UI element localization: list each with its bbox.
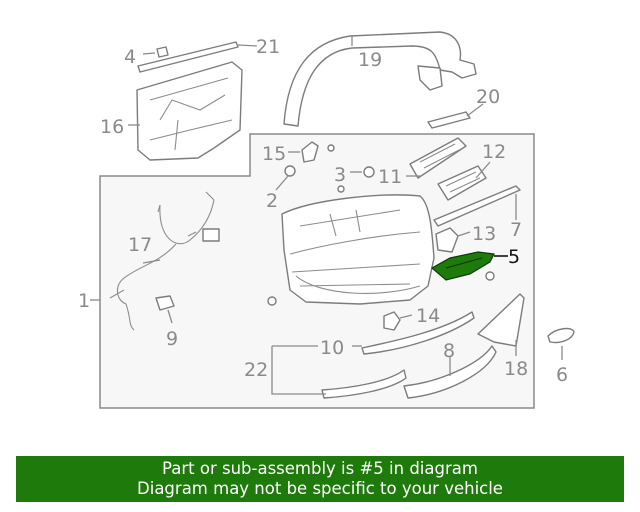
screw-a [327,144,335,152]
screw-c [267,296,277,306]
callout-13: 13 [472,223,496,245]
part-2-clip [284,165,296,177]
parts-diagram: 4 21 16 19 20 15 2 3 11 12 7 13 5 17 1 9… [78,31,575,409]
callout-22: 22 [244,359,268,381]
banner-line-2: Diagram may not be specific to your vehi… [137,479,503,498]
part-21-strip [137,41,239,73]
banner-line-1: Part or sub-assembly is #5 in diagram [162,459,478,478]
part-9-bracket [155,295,175,311]
callout-2: 2 [266,190,278,212]
part-17-harness [109,191,215,331]
part-19-frame [283,31,477,127]
callout-14: 14 [416,305,440,327]
part-6-cap [547,327,575,344]
screw-d [485,271,495,281]
callout-17: 17 [128,234,152,256]
callout-1: 1 [78,290,90,312]
leader-lines [90,35,563,395]
callout-10: 10 [320,337,344,359]
door-trim-pocket [295,275,421,294]
callout-8: 8 [443,340,455,362]
callout-4: 4 [124,46,136,68]
door-trim-panel [281,194,435,305]
callout-5: 5 [508,246,520,268]
part-5-handle-detail [445,257,483,269]
callout-3: 3 [334,164,346,186]
callout-7: 7 [510,219,522,241]
part-10-trim [361,311,475,355]
callout-11: 11 [378,166,402,188]
part-11-detail [419,143,460,169]
part-8-panel [403,345,497,399]
callout-6: 6 [556,364,568,386]
callout-21: 21 [256,36,280,58]
part-15-bracket [301,141,319,163]
part-12-detail [445,171,481,193]
part-3-nut [363,166,375,178]
callout-15: 15 [262,143,286,165]
part-14-clip [383,311,401,331]
part-22-strip [321,369,407,399]
callout-19: 19 [358,49,382,71]
part-16-deflector [136,61,243,161]
callout-9: 9 [166,328,178,350]
part-20-trim [427,111,471,129]
info-banner: Part or sub-assembly is #5 in diagram Di… [16,456,624,502]
part-13-bezel [435,227,459,253]
callout-20: 20 [476,86,500,108]
part-18-trim [477,293,525,347]
part-19-bracket [417,65,443,91]
callout-labels: 4 21 16 19 20 15 2 3 11 12 7 13 5 17 1 9… [78,36,568,386]
callout-16: 16 [100,116,124,138]
screw-b [337,185,345,193]
part-4-clip [156,46,169,58]
part-7-strip [433,185,521,227]
door-trim-armrest [289,209,421,287]
part-17-connector [202,228,220,242]
callout-12: 12 [482,141,506,163]
callout-18: 18 [504,358,528,380]
part-16-detail [149,77,233,151]
